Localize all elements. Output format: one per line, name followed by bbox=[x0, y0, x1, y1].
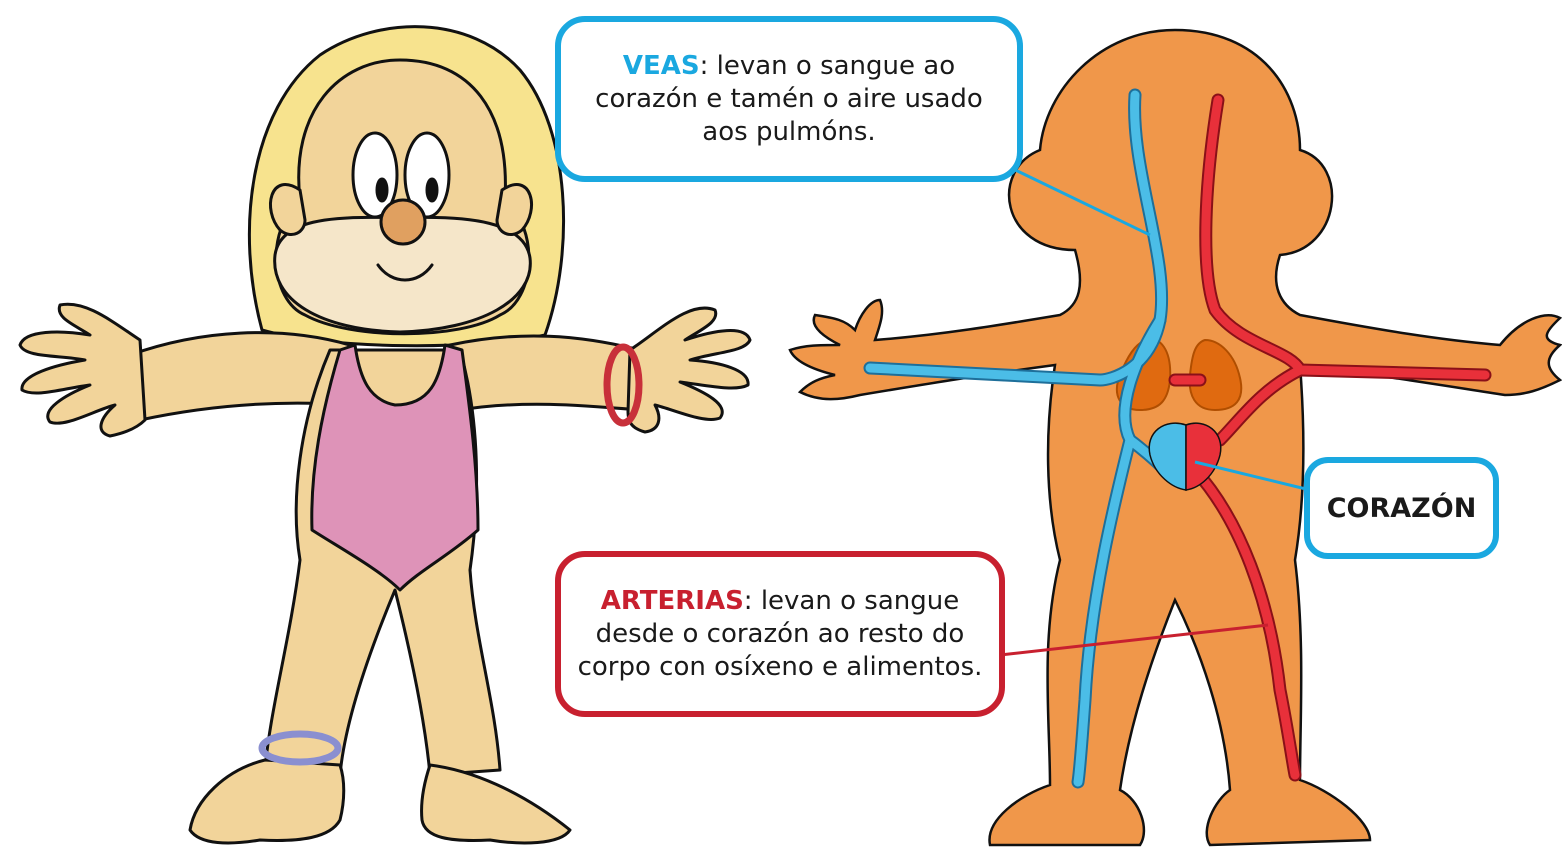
heart bbox=[1148, 422, 1222, 491]
arteries-text-2: desde o corazón ao resto do bbox=[595, 618, 965, 649]
girl-anklet bbox=[258, 730, 342, 766]
girl-nose bbox=[379, 198, 427, 246]
veins-keyword: VEAS bbox=[622, 50, 700, 81]
right-lung bbox=[1188, 338, 1243, 412]
heart-left-half bbox=[1185, 422, 1222, 491]
girl-swimsuit bbox=[310, 343, 480, 592]
veins-callout: VEAS: levan o sangue ao corazón e tamén … bbox=[555, 16, 1023, 182]
girl-cheeks bbox=[273, 215, 532, 334]
corazon-leader-line bbox=[1194, 460, 1311, 492]
heart-label: CORAZÓN bbox=[1326, 492, 1477, 524]
arteries-text-3: corpo con osíxeno e alimentos. bbox=[577, 651, 983, 682]
arteries-keyword: ARTERIAS bbox=[600, 585, 744, 616]
veins-text-2: corazón e tamén o aire usado bbox=[595, 83, 983, 114]
girl-right-ear bbox=[495, 183, 534, 236]
girl-left-ear bbox=[268, 183, 307, 236]
girl-bracelet bbox=[603, 343, 643, 427]
circulatory-figure bbox=[788, 28, 1562, 847]
girl-right-foot bbox=[420, 763, 572, 845]
arteries-fill bbox=[1170, 95, 1490, 780]
veins-text-3: aos pulmóns. bbox=[702, 116, 876, 147]
girl-figure bbox=[18, 25, 752, 845]
veins-text-1: : levan o sangue ao bbox=[699, 50, 956, 81]
arterias-leader-line bbox=[999, 623, 1269, 657]
girl-right-eye bbox=[403, 131, 451, 219]
girl-smile bbox=[376, 263, 434, 282]
girl-right-pupil bbox=[425, 177, 439, 203]
arteries-callout: ARTERIAS: levan o sangue desde o corazón… bbox=[555, 551, 1005, 717]
veins-callout-line-1: VEAS: levan o sangue ao bbox=[623, 50, 955, 83]
heart-callout: CORAZÓN bbox=[1304, 457, 1499, 559]
arteries-callout-line-1: ARTERIAS: levan o sangue bbox=[601, 585, 959, 618]
veas-leader-line bbox=[1004, 163, 1151, 237]
girl-left-pupil bbox=[375, 177, 389, 203]
girl-right-hand bbox=[626, 306, 752, 434]
girl-left-hand bbox=[18, 302, 147, 438]
heart-right-half bbox=[1148, 422, 1187, 491]
arteries-text-1: : levan o sangue bbox=[743, 585, 960, 616]
girl-left-foot bbox=[188, 758, 346, 845]
